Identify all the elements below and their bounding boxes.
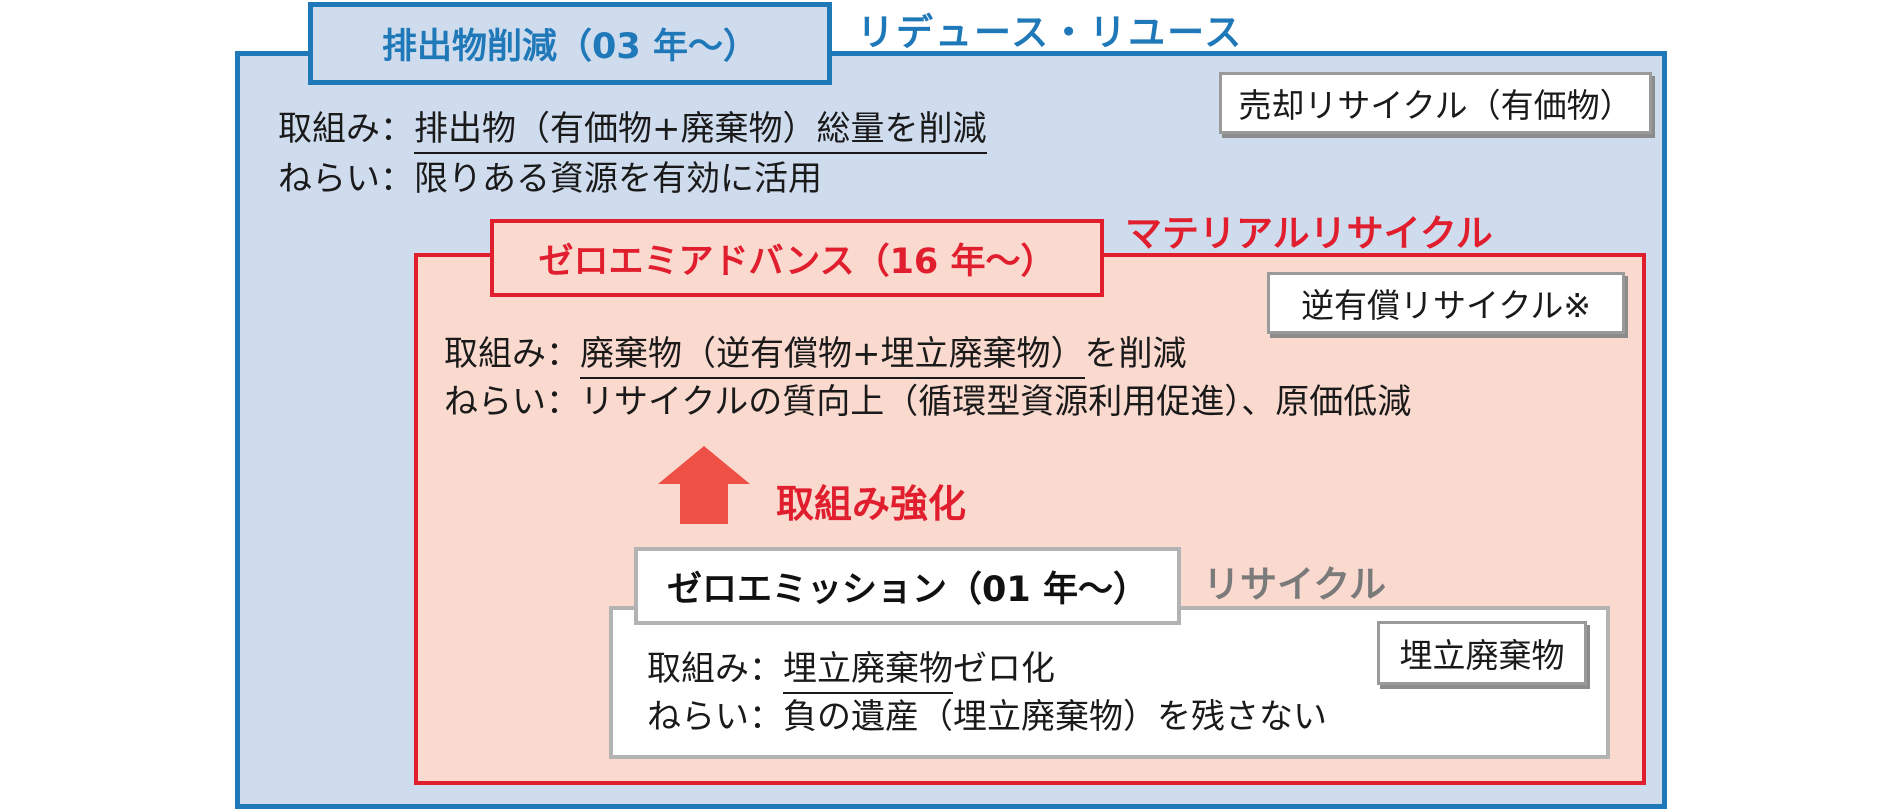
inner-effort-line: 取組み：埋立廃棄物ゼロ化: [647, 649, 1055, 694]
effort-label: 取組み：: [444, 334, 580, 374]
recycling-category-label: リサイクル: [1203, 563, 1387, 606]
emission-reduction-title: 排出物削減（03 年〜）: [308, 2, 832, 85]
effort-text: 廃棄物（逆有償物+埋立廃棄物）: [580, 334, 1085, 379]
landfill-waste-tag: 埋立廃棄物: [1377, 621, 1587, 685]
effort-text: 埋立廃棄物: [783, 649, 953, 694]
effort-suffix: ゼロ化: [953, 649, 1055, 689]
inner-aim-line: ねらい：負の遺産（埋立廃棄物）を残さない: [647, 700, 1327, 734]
outer-effort-line: 取組み：排出物（有価物+廃棄物）総量を削減: [278, 109, 987, 154]
effort-text: 排出物（有価物+廃棄物）総量を削減: [414, 109, 987, 154]
aim-label: ねらい：: [647, 697, 783, 737]
strengthen-label: 取組み強化: [776, 482, 967, 526]
outer-aim-line: ねらい：限りある資源を有効に活用: [278, 162, 822, 196]
material-recycling-category-label: マテリアルリサイクル: [1125, 212, 1493, 255]
sale-recycling-tag: 売却リサイクル（有価物）: [1219, 72, 1652, 134]
aim-label: ねらい：: [278, 159, 414, 199]
effort-suffix: を削減: [1084, 334, 1187, 374]
middle-aim-line: ねらい：リサイクルの質向上（循環型資源利用促進）、原価低減: [444, 385, 1411, 419]
up-arrow-icon: [658, 446, 750, 524]
reverse-onerous-recycling-tag: 逆有償リサイクル※: [1267, 272, 1625, 334]
aim-label: ねらい：: [444, 382, 580, 422]
effort-label: 取組み：: [647, 649, 783, 689]
aim-text: リサイクルの質向上（循環型資源利用促進）、原価低減: [580, 382, 1412, 422]
aim-text: 限りある資源を有効に活用: [414, 159, 822, 199]
effort-label: 取組み：: [278, 109, 414, 149]
zero-emi-advance-title: ゼロエミアドバンス（16 年〜）: [490, 219, 1104, 297]
aim-text: 負の遺産（埋立廃棄物）を残さない: [783, 697, 1327, 737]
zero-emission-title: ゼロエミッション（01 年〜）: [634, 547, 1181, 625]
reduce-reuse-category-label: リデュース・リユース: [857, 11, 1244, 54]
middle-effort-line: 取組み：廃棄物（逆有償物+埋立廃棄物）を削減: [444, 334, 1187, 379]
